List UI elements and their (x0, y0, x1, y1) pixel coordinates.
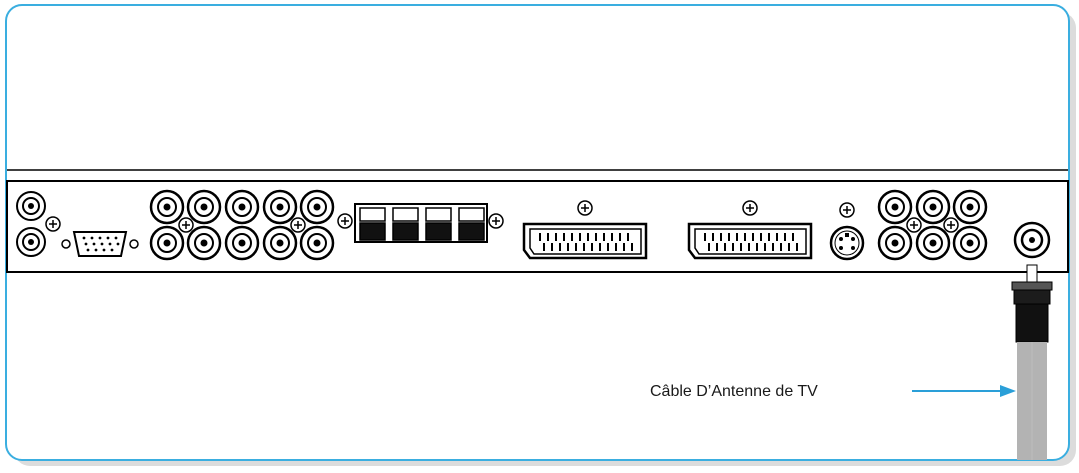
rca-jack-icon (224, 225, 260, 261)
rca-jack-icon (299, 225, 335, 261)
scart-port-icon (522, 200, 648, 260)
vga-port-icon (61, 231, 139, 257)
rca-jack-icon (149, 225, 185, 261)
rca-jack-group (877, 189, 988, 261)
rca-jack-icon (915, 189, 951, 225)
rca-jack-icon (149, 189, 185, 225)
rca-jack-icon (877, 225, 913, 261)
rca-jack-icon (16, 227, 46, 257)
rca-jack-icon (262, 189, 298, 225)
screw-icon (337, 213, 353, 229)
rca-jack-icon (952, 225, 988, 261)
rca-jack-icon (915, 225, 951, 261)
rca-jack-icon (877, 189, 913, 225)
rca-jack-icon (224, 189, 260, 225)
screw-icon (742, 200, 758, 216)
screw-icon (488, 213, 504, 229)
screw-icon (906, 217, 922, 233)
rca-jack-icon (262, 225, 298, 261)
arrow-icon (912, 385, 1016, 397)
antenna-port-icon (1013, 221, 1051, 259)
screw-icon (290, 217, 306, 233)
s-video-port-icon (829, 202, 865, 261)
coax-cable-icon (1011, 264, 1053, 460)
rca-jack-icon (186, 225, 222, 261)
antenna-cable-label: Câble D’Antenne de TV (650, 383, 818, 400)
screw-icon (943, 217, 959, 233)
rca-jack-icon (186, 189, 222, 225)
rca-jack-group (149, 189, 335, 261)
screw-icon (45, 216, 61, 232)
rca-jack-icon (952, 189, 988, 225)
screw-icon (577, 200, 593, 216)
scart-port-icon (687, 200, 813, 260)
screw-icon (178, 217, 194, 233)
rca-jack-icon (16, 191, 46, 221)
screw-icon (839, 202, 855, 218)
rca-jack-icon (299, 189, 335, 225)
speaker-terminal-icon (337, 203, 504, 243)
